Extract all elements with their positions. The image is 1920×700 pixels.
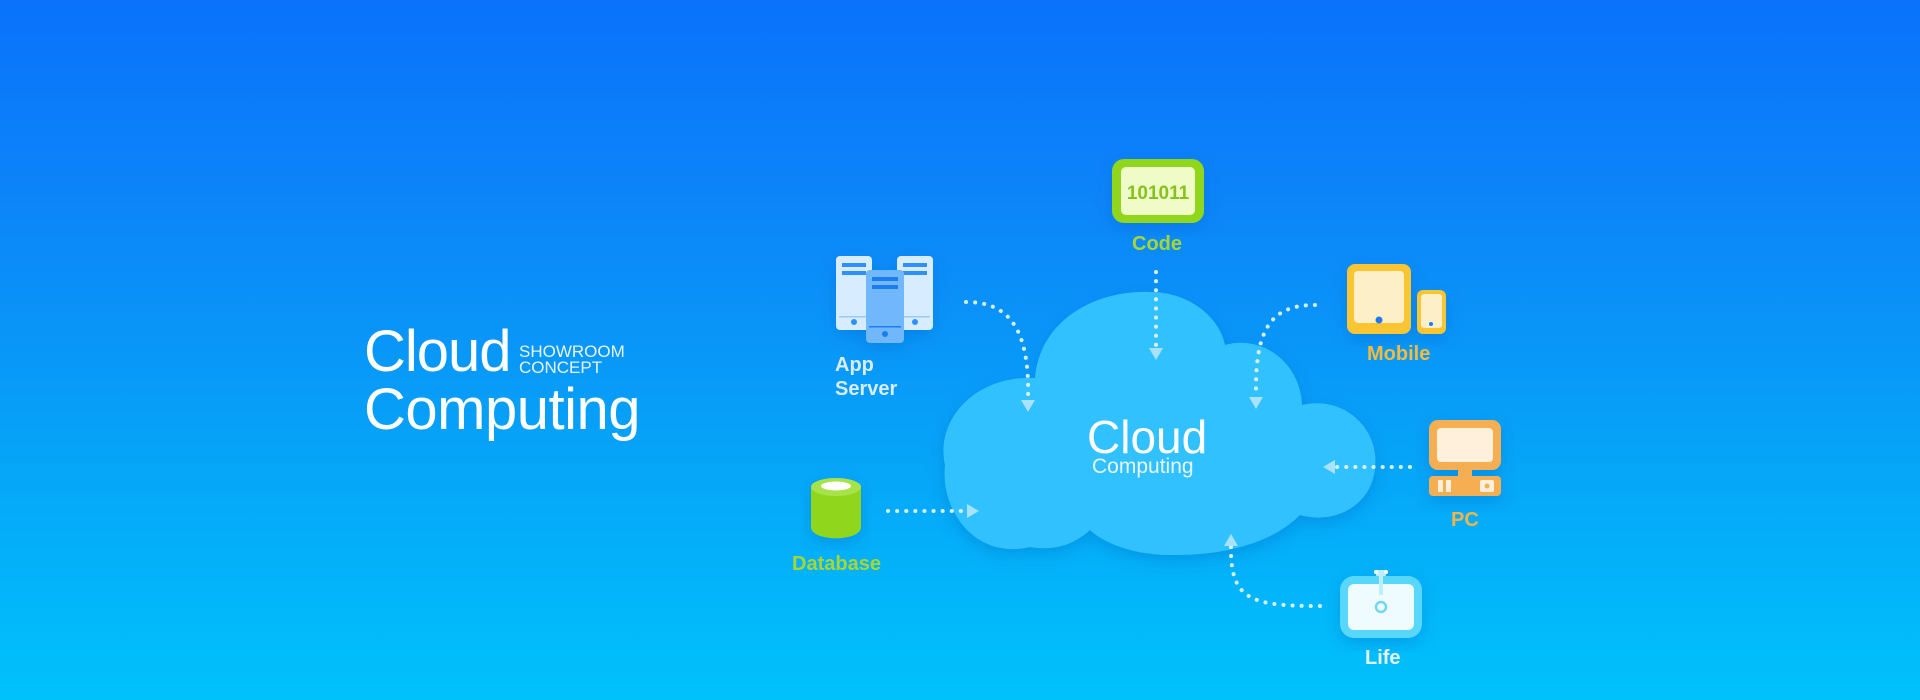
database-icon bbox=[811, 478, 861, 539]
arrowhead-app-server bbox=[1021, 400, 1035, 412]
hero-tag-showroom: SHOWROOM bbox=[519, 342, 625, 361]
label-mobile: Mobile bbox=[1367, 343, 1431, 365]
arrowhead-pc bbox=[1323, 460, 1335, 474]
arrowhead-code bbox=[1149, 348, 1163, 360]
code-screen-text: 101011 bbox=[1127, 183, 1190, 204]
label-app: App bbox=[835, 354, 874, 376]
sink-icon bbox=[1340, 570, 1422, 638]
label-database: Database bbox=[792, 553, 881, 575]
hero-title-cloud: Cloud bbox=[364, 319, 512, 384]
connector-app-server bbox=[964, 300, 1031, 402]
label-life: Life bbox=[1365, 647, 1401, 669]
central-cloud bbox=[943, 291, 1376, 556]
desktop-pc-icon bbox=[1429, 420, 1501, 496]
cloud-title: Cloud bbox=[1087, 411, 1208, 463]
label-pc: PC bbox=[1451, 509, 1479, 531]
arrowhead-life bbox=[1224, 534, 1238, 546]
arrowhead-database bbox=[967, 504, 979, 518]
label-code: Code bbox=[1132, 233, 1182, 255]
server-icon bbox=[836, 256, 933, 343]
hero-tag-concept: CONCEPT bbox=[519, 358, 603, 377]
connector-mobile bbox=[1253, 303, 1317, 397]
code-screen-icon: 101011 bbox=[1112, 159, 1204, 223]
cloud-subtitle: Computing bbox=[1092, 455, 1194, 478]
hero-title-computing: Computing bbox=[364, 377, 640, 442]
arrowhead-mobile bbox=[1249, 397, 1263, 409]
connector-life bbox=[1228, 543, 1322, 608]
label-server: Server bbox=[835, 378, 898, 400]
tablet-phone-icon bbox=[1347, 264, 1446, 334]
